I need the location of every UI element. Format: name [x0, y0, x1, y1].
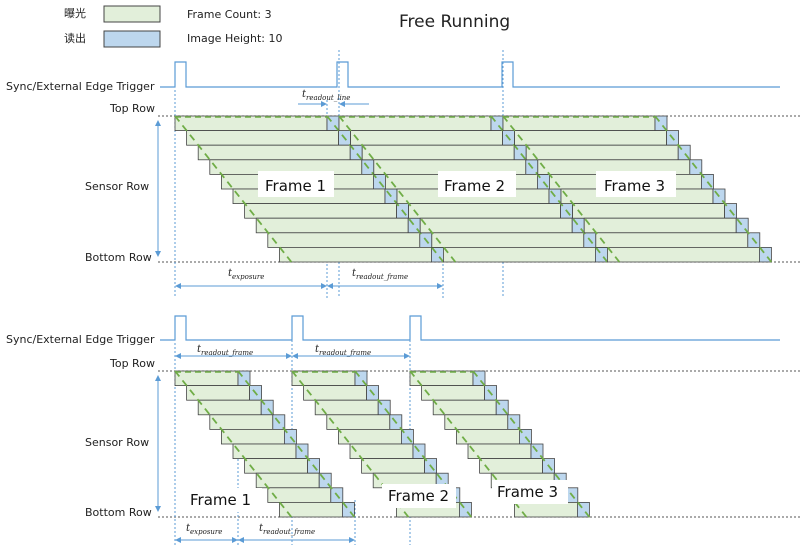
- bottom-frame-2-label: Frame 2: [388, 487, 449, 505]
- bottom-trigger-label: Sync/External Edge Trigger: [6, 333, 155, 346]
- bottom-label-bottom-row: Bottom Row: [85, 506, 152, 519]
- legend: 曝光 读出 Frame Count: 3 Image Height: 10: [64, 5, 283, 48]
- frame-top-1-row-8-exposure: [255, 217, 409, 234]
- top-frame-rows: [174, 115, 773, 263]
- legend-exposure-label: 曝光: [64, 6, 86, 20]
- top-frame-1-label: Frame 1: [265, 177, 326, 195]
- top-frame-2-bg: [438, 171, 516, 197]
- top-ann-readout-line: treadout_line: [302, 89, 350, 102]
- bottom-ann-exposure: texposure: [186, 523, 222, 536]
- top-ann-exposure: texposure: [228, 268, 264, 281]
- frame-top-3-row-7-exposure: [572, 203, 725, 219]
- frame-bottom-2-row-4-exposure: [326, 414, 391, 430]
- bottom-ann-readout-frame-1: treadout_frame: [197, 344, 253, 357]
- frame-bottom-2-row-2-exposure: [303, 385, 368, 401]
- frame-top-1-row-1-exposure: [174, 115, 328, 132]
- diagram-title: Free Running: [399, 12, 510, 32]
- top-frame-2-label: Frame 2: [444, 177, 505, 195]
- frame-bottom-1-row-9-exposure: [267, 487, 332, 503]
- frame-top-3-row-10-exposure: [607, 246, 760, 263]
- top-frame-3-label: Frame 3: [604, 177, 665, 195]
- frame-bottom-3-row-7-exposure: [479, 458, 544, 474]
- bottom-frame-1-bg: [186, 488, 262, 512]
- frame-top-2-row-1-exposure: [338, 115, 492, 132]
- bottom-frame-rows: [174, 370, 591, 518]
- bottom-diagram: Sync/External Edge Trigger Top Row Senso…: [6, 315, 800, 545]
- top-trigger-signal: [160, 61, 780, 88]
- frame-top-2-row-2-exposure: [350, 130, 504, 146]
- top-diagram: Sync/External Edge Trigger Top Row Senso…: [6, 50, 800, 298]
- frame-top-3-row-3-exposure: [525, 144, 679, 161]
- bottom-frame-2-bg: [382, 484, 456, 508]
- frame-top-1-row-7-exposure: [244, 203, 398, 219]
- top-ann-readout-frame: treadout_frame: [352, 268, 408, 281]
- frame-bottom-1-row-7-exposure: [244, 458, 309, 474]
- frame-bottom-1-row-4-exposure: [209, 414, 274, 430]
- frame-top-2-row-3-exposure: [361, 144, 515, 161]
- frame-bottom-1-row-2-exposure: [186, 385, 251, 401]
- frame-top-2-row-9-exposure: [431, 232, 585, 248]
- frame-top-3-row-2-exposure: [514, 130, 667, 146]
- bottom-frame-1-label: Frame 1: [190, 491, 251, 509]
- top-label-bottom-row: Bottom Row: [85, 251, 152, 264]
- bottom-label-top-row: Top Row: [109, 357, 155, 370]
- legend-frame-count: Frame Count: 3: [187, 8, 272, 21]
- frame-top-3-row-1-exposure: [502, 115, 656, 132]
- frame-top-3-row-8-exposure: [583, 217, 737, 234]
- bottom-frame-3-bg: [492, 480, 568, 504]
- legend-exposure-swatch: [103, 5, 161, 23]
- bottom-label-sensor-row: Sensor Row: [85, 436, 149, 449]
- top-label-top-row: Top Row: [109, 102, 155, 115]
- top-trigger-label: Sync/External Edge Trigger: [6, 80, 155, 93]
- frame-top-1-row-9-exposure: [267, 232, 421, 248]
- frame-top-1-row-3-exposure: [197, 144, 351, 161]
- legend-readout-label: 读出: [64, 31, 86, 45]
- frame-bottom-3-row-2-exposure: [421, 385, 486, 401]
- top-label-sensor-row: Sensor Row: [85, 180, 149, 193]
- bottom-trigger-signal: [160, 315, 780, 341]
- frame-top-1-row-10-exposure: [278, 246, 432, 263]
- bottom-ann-readout-frame-3: treadout_frame: [259, 523, 315, 536]
- frame-bottom-3-row-4-exposure: [444, 414, 509, 430]
- top-frame-1-bg: [258, 171, 334, 197]
- legend-image-height: Image Height: 10: [187, 32, 283, 45]
- bottom-ann-readout-frame-2: treadout_frame: [315, 344, 371, 357]
- frame-top-1-row-2-exposure: [186, 130, 340, 146]
- frame-top-2-row-8-exposure: [419, 217, 573, 234]
- bottom-frame-3-label: Frame 3: [497, 483, 558, 501]
- frame-top-3-row-9-exposure: [595, 232, 749, 248]
- top-frame-3-bg: [596, 171, 676, 197]
- legend-readout-swatch: [103, 30, 161, 48]
- frame-top-2-row-10-exposure: [442, 246, 596, 263]
- frame-bottom-2-row-7-exposure: [361, 458, 426, 474]
- frame-top-2-row-7-exposure: [408, 203, 562, 219]
